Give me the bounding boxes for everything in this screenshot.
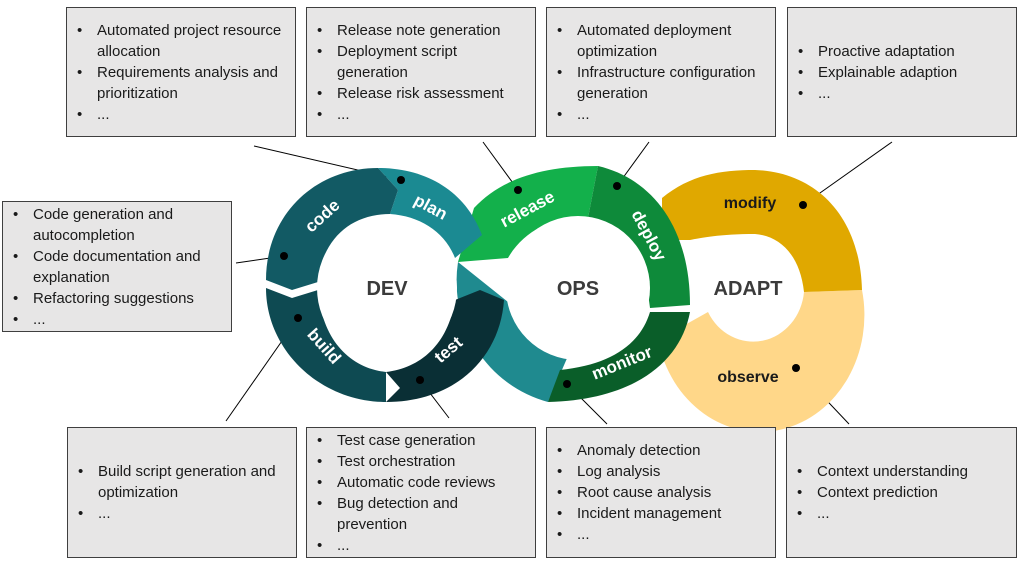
dev-label: DEV — [366, 278, 408, 300]
release-item: Deployment script generation — [315, 41, 529, 83]
release-item: Release note generation — [315, 20, 529, 41]
plan-box: Automated project resource allocation Re… — [66, 7, 296, 137]
plan-item: Automated project resource allocation — [75, 20, 289, 62]
connector-dots — [280, 176, 807, 388]
test-item: Bug detection and prevention — [315, 493, 529, 535]
monitor-item: ... — [555, 524, 769, 545]
monitor-item: Root cause analysis — [555, 482, 769, 503]
ops-center — [506, 216, 650, 360]
build-item: ... — [76, 503, 290, 524]
deploy-item: ... — [555, 104, 769, 125]
adapt-ring — [658, 170, 865, 432]
code-item: ... — [11, 309, 225, 330]
modify-box: Proactive adaptation Explainable adaptio… — [787, 7, 1017, 137]
monitor-item: Log analysis — [555, 461, 769, 482]
test-item: Test orchestration — [315, 451, 529, 472]
test-item: ... — [315, 535, 529, 556]
test-item: Test case generation — [315, 430, 529, 451]
adapt-label: ADAPT — [714, 278, 783, 300]
observe-label: observe — [717, 369, 778, 386]
observe-item: Context prediction — [795, 482, 1010, 503]
deploy-box: Automated deployment optimization Infras… — [546, 7, 776, 137]
code-item: Refactoring suggestions — [11, 288, 225, 309]
deploy-item: Automated deployment optimization — [555, 20, 769, 62]
release-item: Release risk assessment — [315, 83, 529, 104]
ops-label: OPS — [557, 278, 599, 300]
segment-plan — [378, 168, 482, 258]
segment-modify — [662, 170, 862, 292]
modify-item: Proactive adaptation — [796, 41, 1010, 62]
modify-label: modify — [724, 195, 777, 212]
dev-center — [317, 215, 457, 361]
segment-deploy — [588, 166, 690, 308]
release-item: ... — [315, 104, 529, 125]
modify-item: Explainable adaption — [796, 62, 1010, 83]
plan-item: ... — [75, 104, 289, 125]
segment-release — [458, 166, 598, 262]
monitor-item: Incident management — [555, 503, 769, 524]
monitor-box: Anomaly detection Log analysis Root caus… — [546, 427, 776, 558]
code-item: Code generation and autocompletion — [11, 204, 225, 246]
build-item: Build script generation and optimization — [76, 461, 290, 503]
observe-item: ... — [795, 503, 1010, 524]
dev-ring — [266, 168, 504, 402]
monitor-item: Anomaly detection — [555, 440, 769, 461]
modify-item: ... — [796, 83, 1010, 104]
deploy-item: Infrastructure configuration generation — [555, 62, 769, 104]
segment-code — [266, 168, 398, 290]
observe-item: Context understanding — [795, 461, 1010, 482]
segment-observe — [658, 290, 865, 432]
plan-item: Requirements analysis and prioritization — [75, 62, 289, 104]
observe-box: Context understanding Context prediction… — [786, 427, 1017, 558]
segment-test — [386, 290, 504, 402]
test-box: Test case generation Test orchestration … — [306, 427, 536, 558]
test-item: Automatic code reviews — [315, 472, 529, 493]
build-box: Build script generation and optimization… — [67, 427, 297, 558]
segment-monitor — [548, 312, 690, 402]
code-box: Code generation and autocompletion Code … — [2, 201, 232, 332]
release-box: Release note generation Deployment scrip… — [306, 7, 536, 137]
code-item: Code documentation and explanation — [11, 246, 225, 288]
